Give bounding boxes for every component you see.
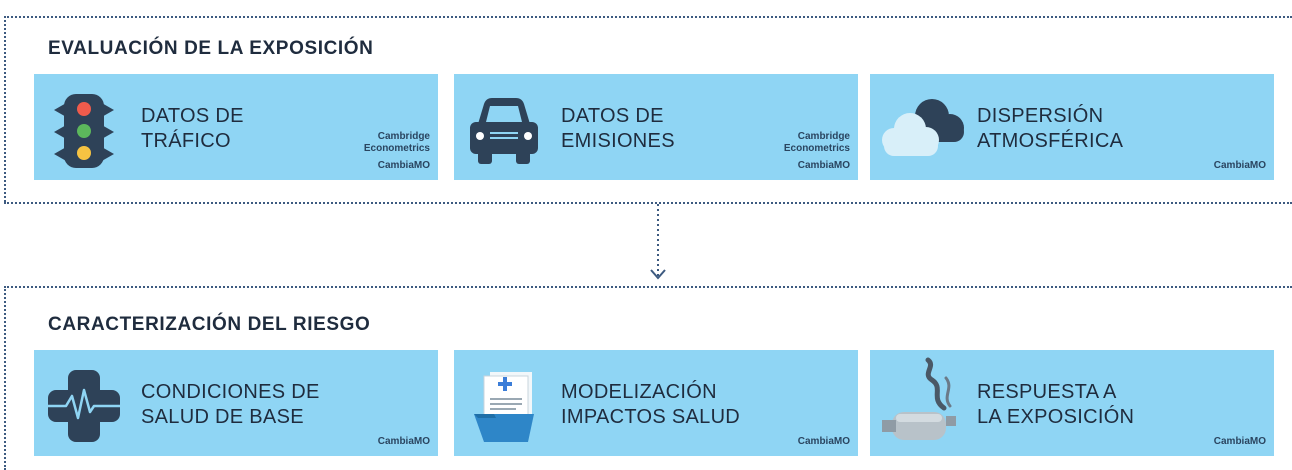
section-border-left [4,16,6,202]
exposure-assessment-section: EVALUACIÓN DE LA EXPOSICIÓN [4,0,1292,204]
cloud-icon [882,99,964,156]
flow-arrow [650,204,666,280]
card-title: DATOS DE TRÁFICO [141,105,244,152]
card-atmospheric-dispersion: DISPERSIÓN ATMOSFÉRICA CambiaMO [870,74,1274,180]
card-credits: CambiaMO [1213,436,1266,447]
section-border-left [4,286,6,470]
card-title: MODELIZACIÓN IMPACTOS SALUD [561,381,741,428]
card-health-impact-modeling: MODELIZACIÓN IMPACTOS SALUD CambiaMO [454,350,858,456]
card-title: CONDICIONES DE SALUD DE BASE [141,381,320,428]
exhaust-pipe-icon [882,357,956,440]
card-credits: CambiaMO [1213,160,1266,171]
card-exposure-response: RESPUESTA A LA EXPOSICIÓN CambiaMO [870,350,1274,456]
card-credits: CambiaMO [797,436,850,447]
section-title: CARACTERIZACIÓN DEL RIESGO [48,314,371,335]
card-title: DATOS DE EMISIONES [561,105,675,152]
card-credits: Cambridge Econometrics CambiaMO [363,131,430,171]
section-title: EVALUACIÓN DE LA EXPOSICIÓN [48,38,374,59]
section-border-top [4,16,1292,18]
card-title: RESPUESTA A LA EXPOSICIÓN [977,381,1135,428]
traffic-light-icon [54,94,114,168]
medical-folder-icon [474,372,534,442]
medical-cross-icon [42,370,126,442]
section-border-bottom [4,202,1292,204]
card-credits: Cambridge Econometrics CambiaMO [783,131,850,171]
section-border-top [4,286,1292,288]
card-credits: CambiaMO [377,436,430,447]
risk-characterization-section: CARACTERIZACIÓN DEL RIESGO [4,280,1292,470]
car-icon [470,98,538,164]
card-traffic-data: DATOS DE TRÁFICO Cambridge Econometrics … [34,74,438,180]
card-emissions-data: DATOS DE EMISIONES Cambridge Econometric… [454,74,858,180]
card-baseline-health: CONDICIONES DE SALUD DE BASE CambiaMO [34,350,438,456]
card-title: DISPERSIÓN ATMOSFÉRICA [977,105,1124,152]
